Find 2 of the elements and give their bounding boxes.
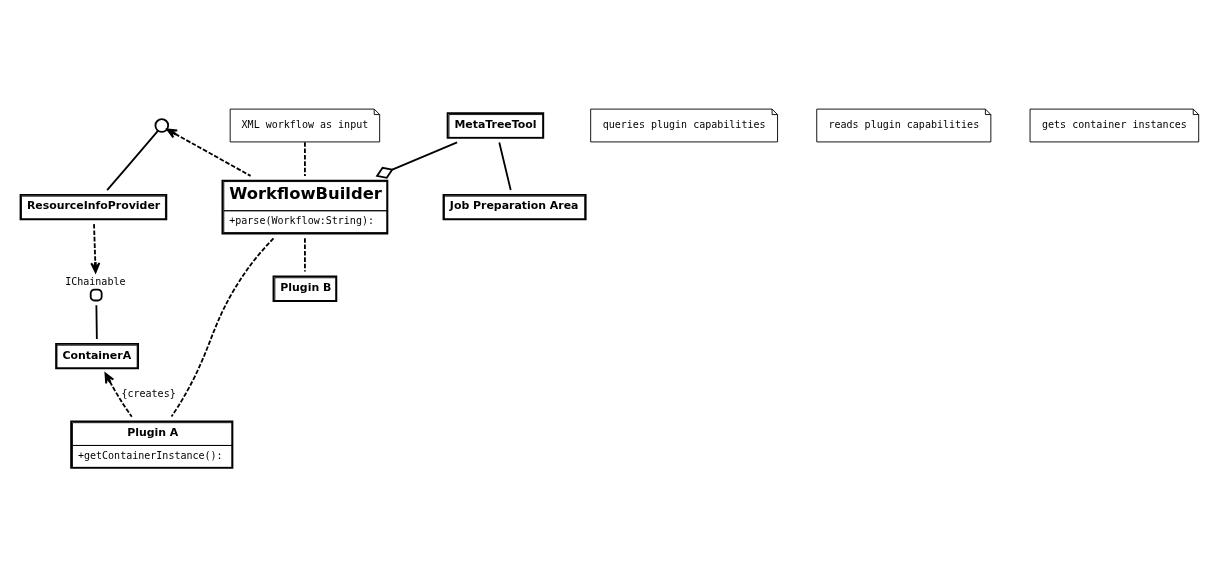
edge-label: {creates} — [121, 387, 176, 399]
node-label: IChainable — [65, 275, 126, 287]
